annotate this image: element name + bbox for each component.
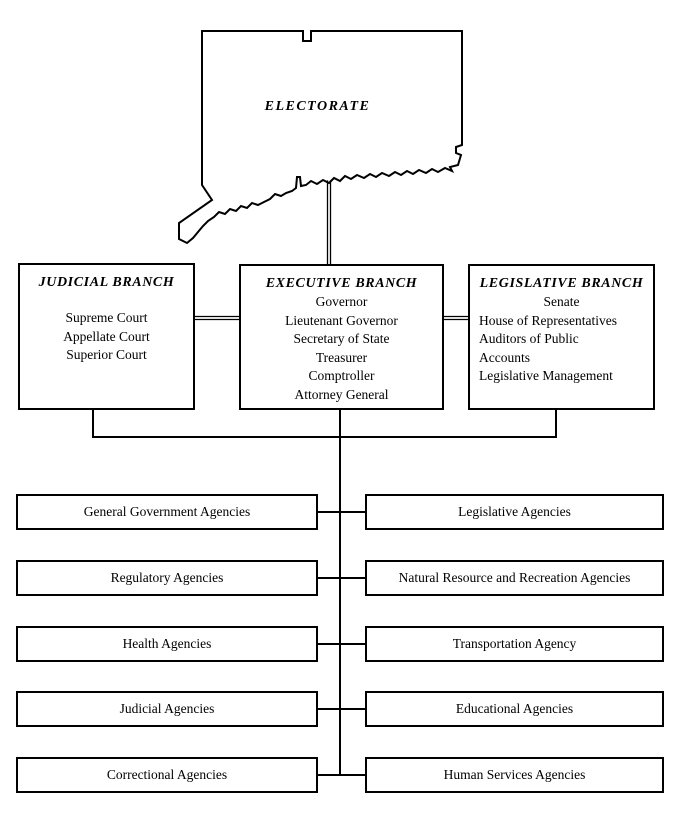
branch-member: Attorney General	[294, 386, 389, 402]
branch-title-legislative: LEGISLATIVE BRANCH	[479, 276, 644, 291]
agency-label: General Government Agencies	[83, 504, 251, 519]
agency-box-legislative-agencies: Legislative Agencies	[365, 494, 664, 530]
branch-box-judicial: JUDICIAL BRANCH Supreme Court Appellate …	[18, 263, 195, 410]
branch-box-executive: EXECUTIVE BRANCH Governor Lieutenant Gov…	[239, 264, 444, 410]
branch-member: Accounts	[479, 349, 530, 365]
agency-label: Regulatory Agencies	[110, 570, 224, 585]
branch-member: House of Representatives	[479, 312, 617, 328]
branch-member: Auditors of Public	[479, 331, 579, 346]
branch-member: Superior Court	[66, 347, 147, 362]
agency-label: Judicial Agencies	[119, 701, 215, 716]
agency-label: Human Services Agencies	[443, 767, 586, 782]
branch-member: Supreme Court	[65, 310, 148, 325]
connector-branches-to-agencies	[92, 409, 557, 776]
connector-electorate-executive	[326, 180, 332, 265]
agency-box-human-services: Human Services Agencies	[365, 757, 664, 793]
connector-judicial-executive	[194, 315, 240, 321]
agency-box-general-government: General Government Agencies	[16, 494, 318, 530]
agency-label: Educational Agencies	[455, 701, 574, 716]
agency-box-regulatory: Regulatory Agencies	[16, 560, 318, 596]
connecticut-map-outline	[178, 30, 463, 245]
spacer	[20, 292, 193, 309]
agency-box-judicial-agencies: Judicial Agencies	[16, 691, 318, 727]
connector-executive-legislative	[443, 315, 469, 321]
agency-label: Correctional Agencies	[106, 767, 228, 782]
agency-box-educational: Educational Agencies	[365, 691, 664, 727]
agency-label: Transportation Agency	[452, 636, 577, 651]
branch-box-legislative: LEGISLATIVE BRANCH Senate House of Repre…	[468, 264, 655, 410]
agency-box-transportation: Transportation Agency	[365, 626, 664, 662]
agency-box-correctional: Correctional Agencies	[16, 757, 318, 793]
agency-label: Legislative Agencies	[458, 504, 571, 519]
branch-member: Legislative Management	[479, 368, 613, 383]
agency-box-health: Health Agencies	[16, 626, 318, 662]
branch-member: Lieutenant Governor	[285, 312, 398, 328]
connector-agency-rows	[316, 511, 366, 776]
branch-member: Treasurer	[315, 349, 368, 365]
agency-label: Health Agencies	[122, 636, 212, 651]
branch-member: Appellate Court	[63, 328, 150, 344]
branch-member: Secretary of State	[293, 331, 390, 346]
electorate-label: ELECTORATE	[264, 99, 371, 114]
branch-member: Senate	[543, 294, 580, 309]
branch-member: Governor	[315, 294, 368, 309]
agency-label: Natural Resource and Recreation Agencies	[398, 570, 631, 585]
agency-box-natural-resource-recreation: Natural Resource and Recreation Agencies	[365, 560, 664, 596]
branch-member: Comptroller	[308, 368, 375, 383]
branch-title-judicial: JUDICIAL BRANCH	[38, 275, 175, 290]
branch-title-executive: EXECUTIVE BRANCH	[265, 276, 418, 291]
